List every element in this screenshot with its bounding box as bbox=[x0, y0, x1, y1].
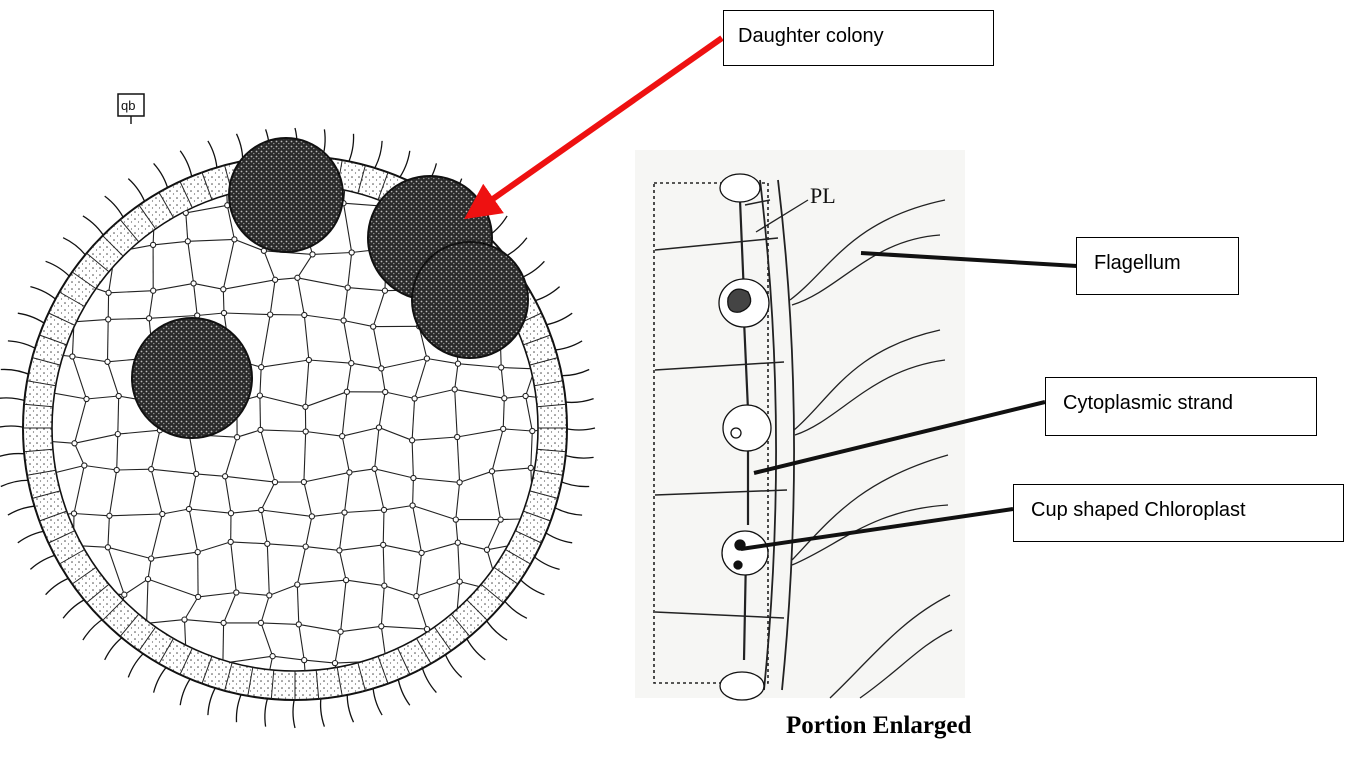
daughter-colony-4 bbox=[132, 318, 252, 438]
flagellum-label: Flagellum bbox=[1076, 237, 1239, 295]
daughter-colony-label: Daughter colony bbox=[723, 10, 994, 66]
cytoplasmic-strand-label: Cytoplasmic strand bbox=[1045, 377, 1317, 436]
daughter-colony-1 bbox=[229, 138, 343, 252]
chloroplast-label: Cup shaped Chloroplast bbox=[1013, 484, 1344, 542]
qb-emblem: qb bbox=[118, 94, 144, 124]
figure-caption: Portion Enlarged bbox=[786, 712, 971, 740]
daughter-colony-3 bbox=[412, 242, 528, 358]
pl-label: PL bbox=[810, 183, 836, 208]
enlarged-portion-drawing: PL bbox=[635, 150, 965, 700]
svg-text:qb: qb bbox=[121, 98, 135, 113]
